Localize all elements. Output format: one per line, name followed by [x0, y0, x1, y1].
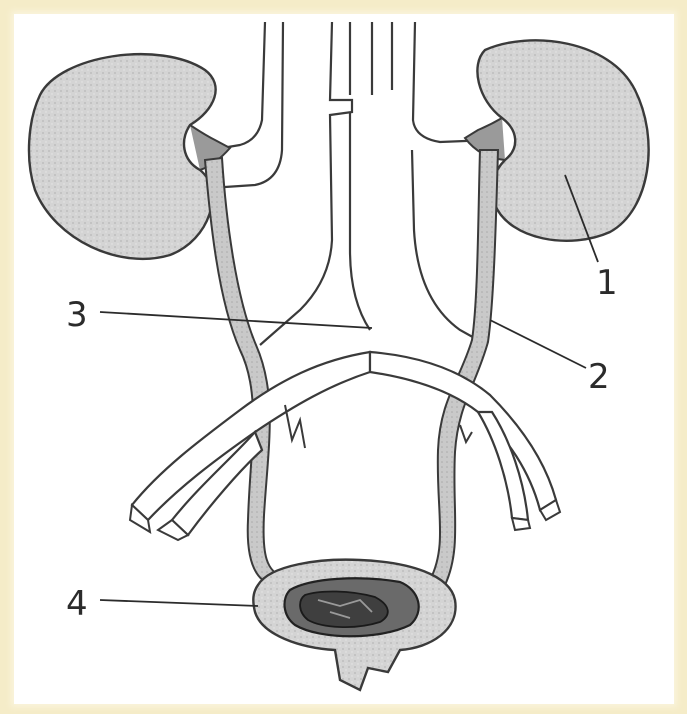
callout-label-3: 3 — [66, 295, 88, 335]
callout-label-2: 2 — [588, 357, 610, 397]
callout-line-2 — [490, 320, 586, 368]
callout-label-4: 4 — [66, 584, 88, 624]
callout-line-4 — [100, 600, 258, 606]
great-vessels — [210, 22, 490, 345]
callout-label-1: 1 — [596, 263, 618, 303]
left-ureter — [205, 158, 285, 585]
right-iliac-vessels — [370, 352, 560, 530]
bladder — [253, 560, 455, 690]
left-kidney — [29, 54, 230, 259]
